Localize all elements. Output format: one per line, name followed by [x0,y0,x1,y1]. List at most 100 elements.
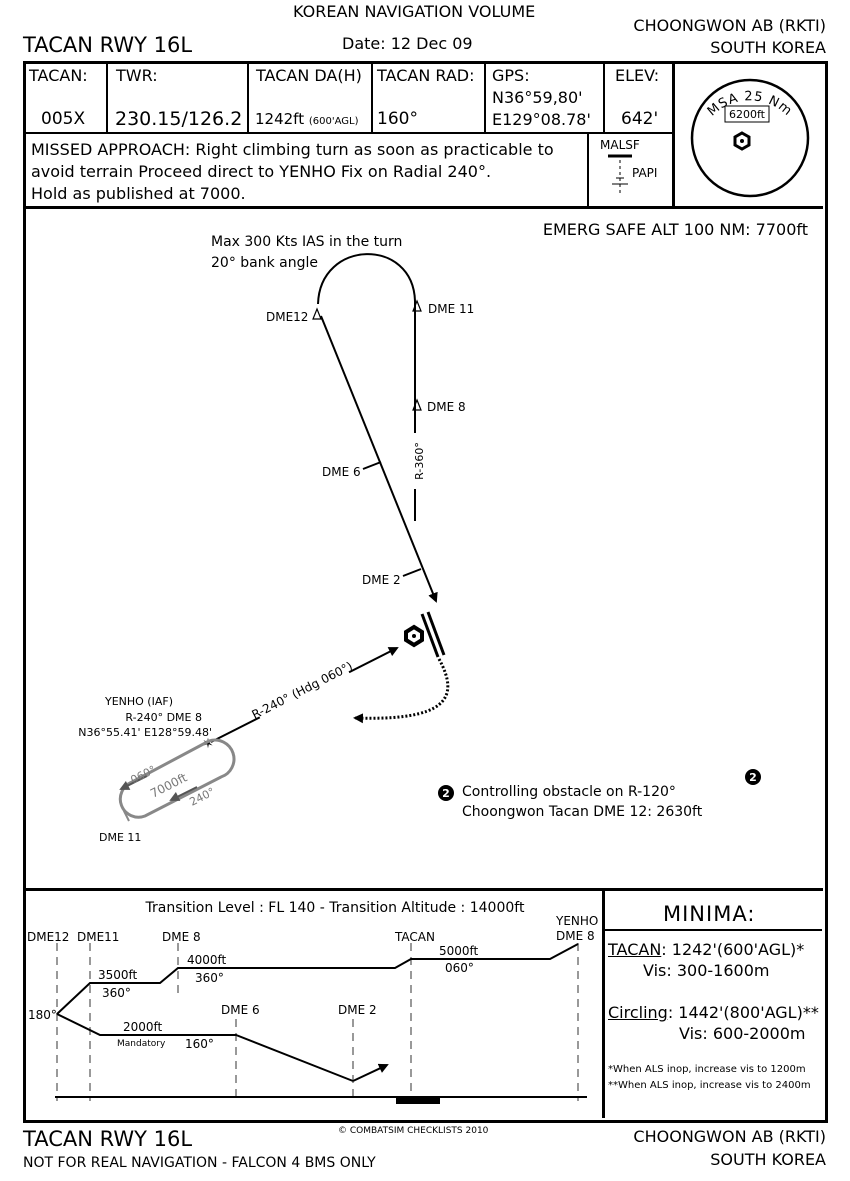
turn-note-2: 20° bank angle [211,255,318,271]
minima-tacan-label: TACAN [608,940,662,959]
col-divider [371,63,373,133]
airport-country: SOUTH KOREA [710,38,826,57]
plan-bottom-divider [25,888,823,891]
profile-dme6-label: DME 6 [221,1003,260,1017]
obstacle-symbol-icon [745,769,761,785]
col-divider [247,63,249,133]
elev-label: ELEV: [615,66,660,85]
missed-approach-line: MISSED APPROACH: Right climbing turn as … [31,140,554,159]
procedure-title: TACAN RWY 16L [23,33,193,57]
msa-circle [690,78,810,198]
col-divider [672,63,675,208]
info-bottom-divider [25,206,823,209]
runway-icon [420,611,446,658]
tacan-channel: 005X [41,109,86,129]
dme6-tick [362,461,382,470]
minima-tacan: TACAN: 1242'(600'AGL)* [608,940,804,959]
yenho-radial: R-240° DME 8 [125,711,202,724]
svg-text:2: 2 [442,787,450,800]
col-divider [603,63,605,133]
profile-dme8-label: DME 8 [162,930,201,944]
tacan-symbol-icon [733,131,751,151]
turn-note-1: Max 300 Kts IAS in the turn [211,234,402,250]
col-divider [484,63,486,133]
profile-alt-4000: 4000ft [187,953,227,967]
airport-name: CHOONGWON AB (RKTI) [633,16,826,35]
malsf-label: MALSF [600,138,640,152]
minima-circling: Circling: 1442'(800'AGL)** [608,1003,819,1022]
profile-lower-path [56,1013,354,1082]
profile-climb-arrow [352,1063,389,1082]
rad-value: 160° [377,109,418,129]
profile-dme12-label: DME12 [27,930,69,944]
dme8-label: DME 8 [427,400,466,414]
hold-dme11-label: DME 11 [99,831,141,844]
profile-hdg-360b: 360° [195,971,224,985]
minima-tacan-value: : 1242'(600'AGL)* [661,940,805,959]
obstacle-text-2: Choongwon Tacan DME 12: 2630ft [462,804,703,820]
profile-tacan-label: TACAN [394,930,435,944]
dme8-fix-icon [412,398,422,411]
chart-frame [23,61,828,1123]
minima-circling-label: Circling [608,1003,668,1022]
dme11-fix-icon [412,299,422,312]
info-row-divider [25,132,675,134]
profile-dme2-label: DME 2 [338,1003,377,1017]
profile-mandatory: Mandatory [117,1039,166,1049]
gps-label: GPS: [492,66,530,85]
elev-value: 642' [621,109,659,129]
obstacle-text-1: Controlling obstacle on R-120° [462,784,676,800]
inbound-track [320,315,438,603]
dme12-label: DME12 [266,310,308,324]
dme6-label: DME 6 [322,465,361,479]
hold-outbound-arrow [119,775,148,790]
profile-hdg-060: 060° [445,961,474,975]
footer-procedure: TACAN RWY 16L [23,1127,193,1151]
dme2-tick [402,568,422,577]
holding-pattern [118,738,236,819]
yenho-label: YENHO (IAF) [104,695,173,708]
minima-note-2: **When ALS inop, increase vis to 2400m [608,1080,811,1091]
minima-tacan-visibility: Vis: 300-1600m [643,961,770,980]
msa-diagram: MSA 25 Nm 6200ft [690,78,810,198]
papi-label: PAPI [632,166,658,180]
minima-title: MINIMA: [663,902,756,926]
profile-runway-icon [396,1096,440,1104]
yenho-coordinates: N36°55.41' E128°59.48' [78,726,212,739]
footer-copyright: © COMBATSIM CHECKLISTS 2010 [338,1126,489,1136]
da-height: 1242ft [255,110,305,128]
rad-label: TACAN RAD: [377,66,475,85]
footer-airport: CHOONGWON AB (RKTI) [633,1127,826,1146]
yenho-fix-icon: ✶ [202,736,214,752]
footer-country: SOUTH KOREA [710,1150,826,1169]
tacan-station-icon [404,624,424,648]
da-label: TACAN DA(H) [256,66,362,85]
msa-altitude: 6200ft [729,108,766,121]
hold-inbound-arrow [169,786,198,801]
twr-frequency: 230.15/126.2 [115,108,243,130]
footer-disclaimer: NOT FOR REAL NAVIGATION - FALCON 4 BMS O… [23,1155,376,1171]
plan-view: Max 300 Kts IAS in the turn 20° bank ang… [78,234,761,844]
transition-level: Transition Level : FL 140 - Transition A… [145,900,525,916]
da-value: 1242ft (600'AGL) [255,110,358,128]
hold-060-label: 060° [128,763,158,787]
volume-title: KOREAN NAVIGATION VOLUME [293,2,536,21]
profile-hdg-180: 180° [28,1008,57,1022]
missed-approach-line: Hold as published at 7000. [31,184,246,203]
profile-approach-path [56,943,579,1015]
profile-yenho-dme8-label: DME 8 [556,929,595,943]
r360-label: R-360° [413,442,426,480]
minima-note-1: *When ALS inop, increase vis to 1200m [608,1064,806,1075]
twr-label: TWR: [116,66,158,85]
col-divider [106,63,108,133]
profile-hdg-360a: 360° [102,986,131,1000]
minima-divider [602,890,605,1118]
lighting-icon [608,154,632,196]
missed-approach-path [353,658,450,724]
obstacle-marker-icon [438,785,454,801]
missed-approach-text: MISSED APPROACH: Right climbing turn as … [31,139,554,205]
minima-circling-visibility: Vis: 600-2000m [679,1024,806,1043]
tacan-label: TACAN: [29,66,88,85]
profile-yenho-label: YENHO [555,914,598,928]
minima-circling-value: : 1442'(800'AGL)** [667,1003,819,1022]
